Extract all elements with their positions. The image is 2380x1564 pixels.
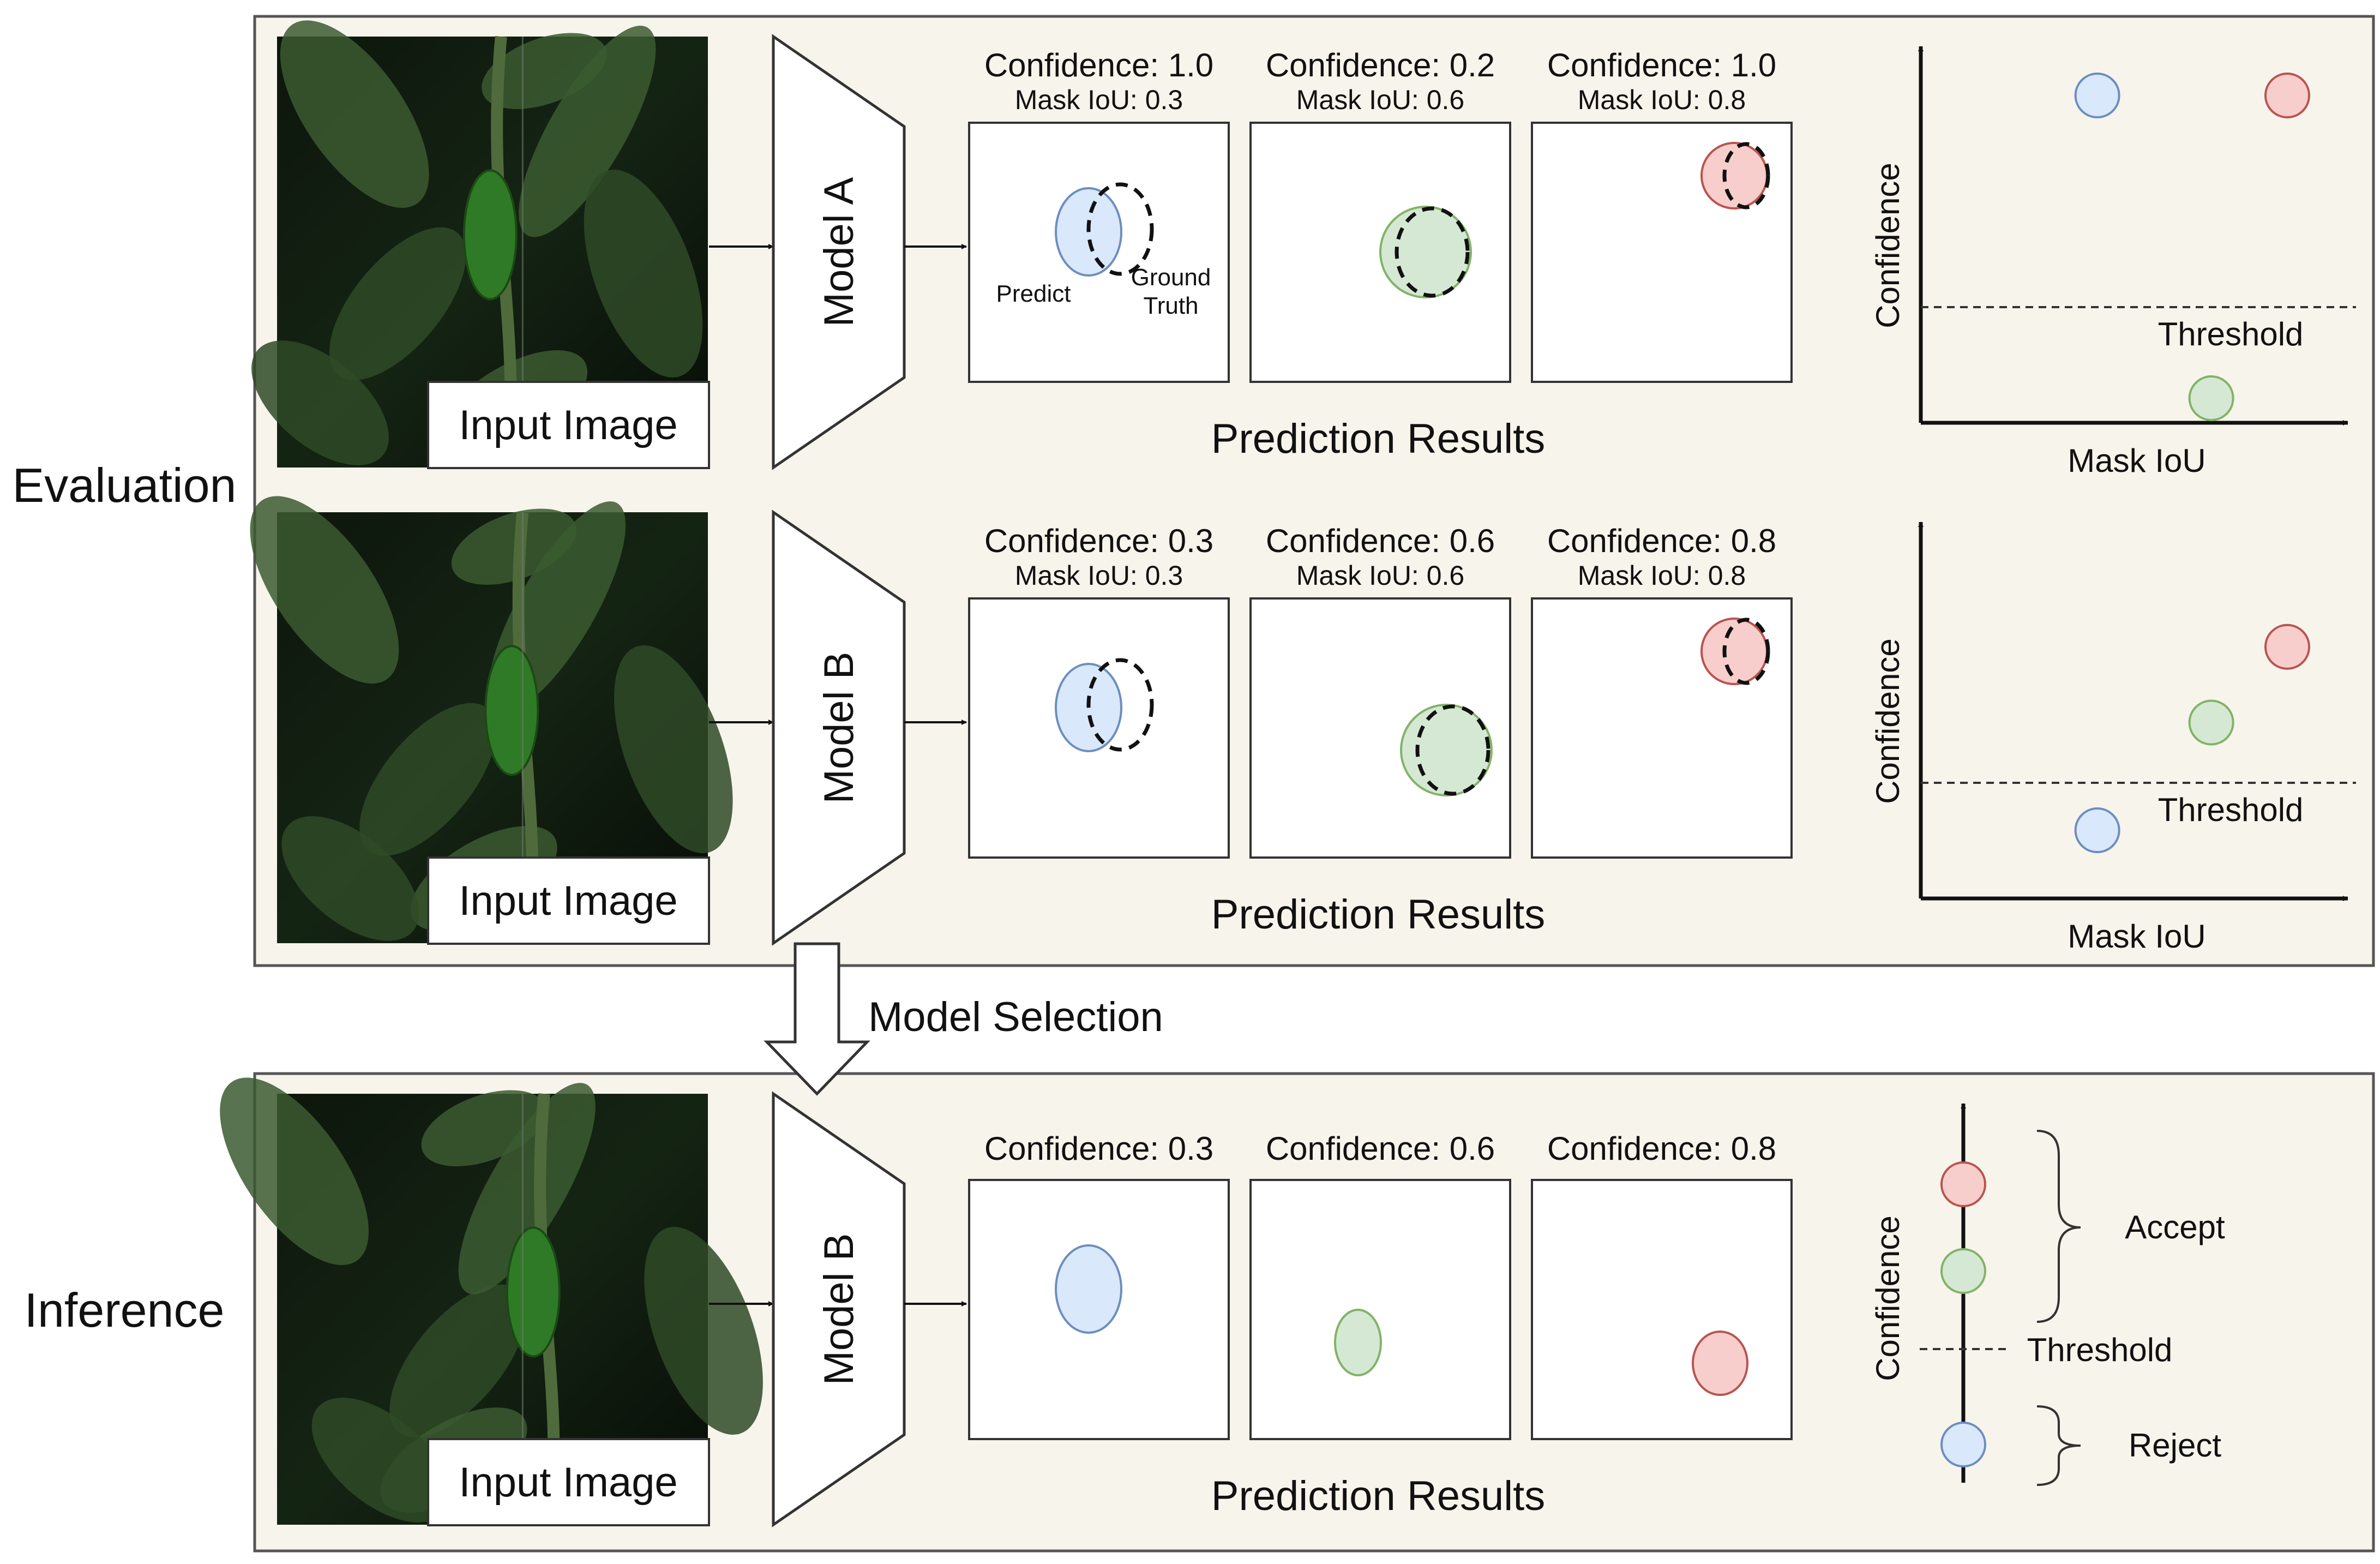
- plot-point-green: [2188, 375, 2234, 421]
- model-label: Model B: [816, 1233, 862, 1386]
- x-axis-label: Mask IoU: [2068, 442, 2205, 479]
- threshold-label: Threshold: [2158, 792, 2304, 828]
- accept-label: Accept: [2125, 1209, 2225, 1245]
- prediction-results-title: Prediction Results: [1211, 891, 1546, 938]
- leaf-shape: [280, 20, 429, 208]
- leaf-shape: [359, 703, 496, 856]
- threshold-label: Threshold: [2027, 1332, 2173, 1368]
- mask-iou-label: Mask IoU: 0.8: [1578, 560, 1746, 591]
- model-label: Model B: [816, 652, 862, 804]
- plot-point-blue: [2074, 807, 2120, 853]
- model-selection-label: Model Selection: [868, 994, 1163, 1040]
- confidence-label: Confidence: 0.8: [1547, 523, 1776, 559]
- plot-point-red: [2264, 624, 2310, 670]
- leaf-shape: [329, 227, 466, 380]
- blue-mask: [1055, 1244, 1122, 1334]
- leaf-shape: [482, 33, 607, 109]
- y-axis-label: Confidence: [1870, 638, 1906, 804]
- confidence-label: Confidence: 0.6: [1266, 1130, 1495, 1167]
- threshold-label: Threshold: [2158, 316, 2304, 352]
- red-mask: [1700, 618, 1768, 685]
- leaf-shape: [389, 1284, 527, 1437]
- model-block: [772, 1091, 906, 1527]
- ground-truth-mask: [1722, 618, 1770, 685]
- leaf-shape: [458, 1083, 596, 1295]
- reject-brace: [2036, 1405, 2081, 1486]
- leaf-shape: [614, 645, 733, 853]
- green-mask: [1334, 1309, 1382, 1376]
- confidence-label: Confidence: 0.2: [1266, 47, 1495, 83]
- ground-truth-mask: [1722, 142, 1770, 209]
- plot-point-green: [2188, 699, 2234, 746]
- leaf-shape: [519, 26, 656, 237]
- ground-truth-mask: [1415, 704, 1490, 796]
- mask-iou-label: Mask IoU: 0.3: [1015, 85, 1183, 115]
- input-image-label: Input Image: [459, 878, 677, 924]
- confidence-axis-label: Confidence: [1870, 1215, 1906, 1381]
- leaf-shape: [281, 816, 419, 941]
- red-mask: [1692, 1331, 1748, 1396]
- confidence-label: Confidence: 0.8: [1547, 1130, 1776, 1167]
- ground-truth-mask: [1086, 658, 1154, 752]
- leaf-shape: [451, 508, 577, 585]
- plot-point-red: [2264, 73, 2310, 118]
- axis-point-red: [1940, 1161, 1986, 1207]
- green-mask: [1379, 206, 1472, 298]
- confidence-label: Confidence: 1.0: [984, 47, 1213, 83]
- predict-annotation: Predict: [996, 280, 1071, 307]
- input-image-label: Input Image: [459, 1459, 677, 1506]
- mask-iou-label: Mask IoU: 0.6: [1296, 560, 1464, 591]
- ground-truth-mask: [1395, 206, 1470, 298]
- leaf-shape: [220, 1077, 369, 1265]
- accept-brace: [2036, 1130, 2081, 1323]
- leaf-shape: [644, 1227, 763, 1435]
- x-axis-label: Mask IoU: [2068, 918, 2205, 955]
- leaf-shape: [421, 1090, 546, 1166]
- mask-iou-label: Mask IoU: 0.3: [1015, 560, 1183, 591]
- ground-truth-annotation: Truth: [1143, 292, 1198, 319]
- inference-label: Inference: [25, 1283, 225, 1337]
- pepper-shape: [484, 645, 539, 776]
- evaluation-label: Evaluation: [13, 458, 237, 512]
- input-image-label: Input Image: [459, 402, 677, 448]
- prediction-results-title: Prediction Results: [1211, 1473, 1546, 1519]
- plot-point-blue: [2074, 73, 2120, 118]
- mask-iou-label: Mask IoU: 0.8: [1578, 85, 1746, 115]
- ground-truth-annotation: Ground: [1131, 264, 1211, 291]
- prediction-results-title: Prediction Results: [1211, 416, 1546, 462]
- model-block: [772, 510, 906, 946]
- model-selection-arrow: [764, 942, 870, 1096]
- axis-point-green: [1940, 1248, 1986, 1294]
- reject-label: Reject: [2129, 1427, 2221, 1464]
- pepper-shape: [462, 169, 518, 301]
- confidence-label: Confidence: 0.6: [1266, 523, 1495, 559]
- model-label: Model A: [816, 177, 862, 327]
- model-block: [772, 34, 906, 470]
- leaf-shape: [311, 1398, 449, 1523]
- y-axis-label: Confidence: [1870, 163, 1906, 328]
- leaf-shape: [250, 496, 399, 684]
- input-image-label-box: [427, 856, 710, 945]
- input-image-label-box: [427, 381, 710, 469]
- leaf-shape: [584, 170, 703, 377]
- axis-point-blue: [1940, 1422, 1986, 1467]
- red-mask: [1700, 142, 1768, 209]
- leaf-shape: [251, 340, 389, 465]
- green-mask: [1400, 704, 1493, 796]
- mask-iou-label: Mask IoU: 0.6: [1296, 85, 1464, 115]
- prediction-box: [1531, 1179, 1793, 1440]
- pepper-shape: [506, 1226, 561, 1358]
- confidence-label: Confidence: 0.3: [984, 1130, 1213, 1167]
- confidence-label: Confidence: 1.0: [1547, 47, 1776, 83]
- confidence-label: Confidence: 0.3: [984, 523, 1213, 559]
- input-image-label-box: [427, 1438, 710, 1526]
- prediction-box: [1249, 1179, 1511, 1440]
- ground-truth-mask: [1086, 182, 1154, 276]
